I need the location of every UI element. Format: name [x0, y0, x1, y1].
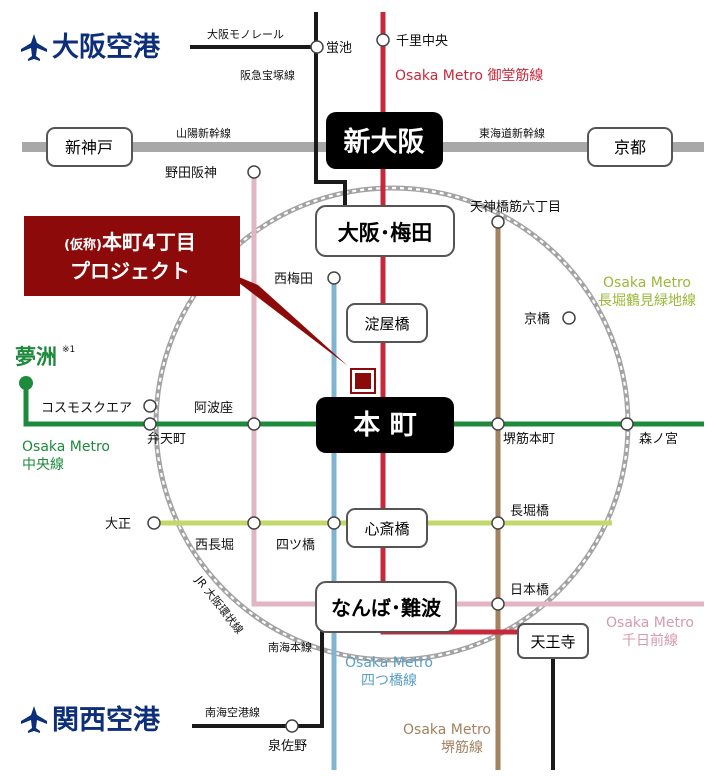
label-midosuji-en: Osaka Metro: [395, 68, 483, 84]
station-yodoyabashi: 淀屋橋: [364, 315, 409, 333]
airplane-icon: [21, 706, 47, 733]
station-noda-hanshin: 野田阪神: [165, 166, 217, 181]
dot-taisho: [147, 516, 161, 530]
station-nishi-umeda: 西梅田: [274, 272, 313, 287]
station-box-honmachi: [316, 397, 454, 453]
dot-hotarugaike: [310, 40, 324, 54]
station-box-yodoyabashi: [346, 303, 428, 343]
label-hankyu-takarazuka: 阪急宝塚線: [240, 68, 295, 82]
label-nankai-main: 南海本線: [268, 640, 312, 654]
label-nankai-airport: 南海空港線: [205, 705, 260, 719]
label-sennichimae-jp: 千日前線: [622, 632, 678, 649]
station-tennoji: 天王寺: [530, 633, 575, 651]
station-box-tennoji: [517, 623, 589, 659]
station-awaza: 阿波座: [194, 401, 233, 416]
dot-noda-hanshin: [247, 165, 261, 179]
dot-izumisano: [285, 719, 299, 733]
label-osaka-monorail: 大阪モノレール: [207, 27, 284, 41]
station-kyobashi: 京橋: [524, 312, 550, 327]
station-cosmosquare: コスモスクエア: [41, 401, 132, 416]
label-sakaisuji-jp: 堺筋線: [441, 739, 483, 756]
dot-nagahoribashi: [491, 516, 505, 530]
station-box-umeda: [315, 205, 455, 257]
label-sennichimae-en: Osaka Metro: [606, 615, 694, 631]
station-shin-kobe: 新神戸: [65, 138, 113, 157]
label-nagahori-jp: 長堀鶴見緑地線: [598, 292, 696, 309]
dot-awaza: [247, 417, 261, 431]
label-midosuji-jp: 御堂筋線: [487, 67, 543, 84]
project-line2: プロジェクト: [70, 259, 190, 283]
project-prefix: (仮称): [64, 237, 102, 253]
svg-text:Osaka Metro 御堂筋線: Osaka Metro 御堂筋線: [395, 67, 543, 84]
dot-yotsubashi: [327, 516, 341, 530]
dot-bentencho: [143, 417, 157, 431]
project-pointer: [222, 270, 348, 366]
label-chuo-jp: 中央線: [22, 457, 64, 473]
airport-kansai: 関西空港: [52, 704, 161, 736]
station-nagahoribashi: 長堀橋: [510, 504, 549, 519]
label-yotsubashi-jp: 四つ橋線: [361, 673, 417, 689]
station-yotsubashi: 四ツ橋: [276, 538, 315, 553]
dot-nishi-nagahori: [247, 516, 261, 530]
dot-nishi-umeda: [327, 271, 341, 285]
station-box-shin-osaka: [326, 112, 443, 169]
station-honmachi: 本 町: [353, 410, 416, 441]
sennichimae-line: [251, 172, 704, 607]
station-izumisano: 泉佐野: [268, 738, 307, 754]
svg-text:(仮称)本町4丁目: (仮称)本町4丁目: [64, 230, 196, 254]
dot-tenjinbashi: [491, 215, 505, 229]
station-box-shinsaibashi: [346, 508, 428, 548]
station-umeda: 大阪･梅田: [338, 221, 433, 245]
hankyu-takarazuka-line: [314, 12, 347, 205]
station-hotarugaike: 蛍池: [326, 41, 352, 56]
dot-cosmosquare: [143, 399, 157, 413]
station-morinomiya: 森ノ宮: [639, 431, 678, 447]
dot-sakaisuji-honmachi: [491, 417, 505, 431]
dot-yumeshima: [19, 376, 33, 390]
label-sakaisuji-en: Osaka Metro: [403, 722, 491, 738]
dot-kyobashi: [562, 311, 576, 325]
dot-senri-chuo: [376, 33, 390, 47]
label-chuo-en: Osaka Metro: [22, 439, 110, 455]
station-nishi-nagahori: 西長堀: [195, 538, 234, 553]
dot-nipponbashi: [491, 597, 505, 611]
dot-morinomiya: [620, 417, 634, 431]
label-tokaido-shinkansen: 東海道新幹線: [479, 126, 545, 140]
station-nipponbashi: 日本橋: [510, 583, 549, 598]
airplane-icon: [21, 34, 47, 61]
station-dots: [143, 33, 634, 733]
station-taisho: 大正: [105, 517, 131, 532]
station-yumeshima: 夢洲: [15, 345, 57, 369]
nankai-line: [192, 606, 324, 728]
station-yumeshima-note: ※1: [62, 345, 75, 355]
station-sakaisuji-honmachi: 堺筋本町: [503, 431, 555, 447]
station-kyoto: 京都: [614, 138, 646, 157]
station-box-namba: [315, 581, 457, 633]
label-yotsubashi-en: Osaka Metro: [345, 655, 433, 671]
station-box-shin-kobe: [46, 127, 133, 167]
station-shin-osaka: 新大阪: [344, 126, 425, 158]
project-line1: 本町4丁目: [102, 230, 196, 254]
project-marker-fill: [355, 373, 371, 389]
chuo-line: [23, 383, 704, 427]
station-senri-chuo: 千里中央: [396, 34, 448, 49]
label-nagahori-en: Osaka Metro: [603, 275, 691, 291]
station-tenjinbashi: 天神橋筋六丁目: [470, 199, 561, 215]
station-namba: なんば･難波: [331, 596, 442, 620]
label-sanyo-shinkansen: 山陽新幹線: [176, 126, 231, 140]
station-box-kyoto: [587, 127, 673, 167]
station-bentencho: 弁天町: [147, 432, 186, 447]
station-shinsaibashi: 心斎橋: [364, 520, 409, 538]
project-callout: [24, 216, 240, 296]
airport-osaka: 大阪空港: [52, 31, 161, 63]
